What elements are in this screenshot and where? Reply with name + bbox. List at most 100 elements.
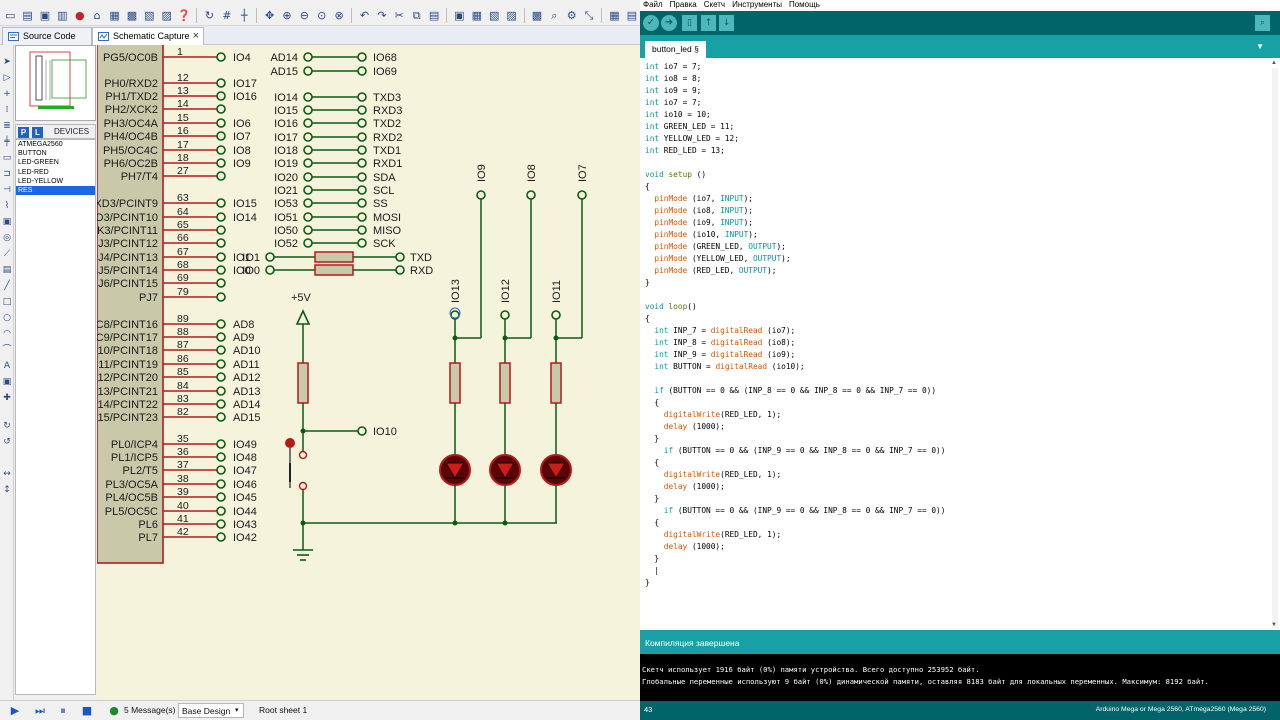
grid-toggle-icon[interactable]: # <box>222 9 232 22</box>
tab-schematic-capture[interactable]: Schematic Capture × <box>92 27 204 45</box>
code-text[interactable]: int io7 = 7;int io8 = 8;int io9 = 9;int … <box>645 61 945 589</box>
annotate-icon[interactable]: ⚙ <box>566 9 577 22</box>
open-sketch-icon[interactable]: ↑ <box>701 15 716 31</box>
pan-icon[interactable]: ✥ <box>264 9 275 22</box>
netlist-icon[interactable]: ▦ <box>609 9 620 22</box>
mirror-x-icon[interactable]: ↔ <box>3 469 11 479</box>
component-mode-icon[interactable]: ▷ <box>3 73 11 83</box>
home-icon[interactable]: ⌂ <box>93 9 101 22</box>
open-folder-icon[interactable]: ▤ <box>22 9 33 22</box>
code-editor[interactable]: int io7 = 7;int io8 = 8;int io9 = 9;int … <box>640 58 1280 630</box>
box-icon[interactable]: □ <box>2 297 12 307</box>
tab-source-code[interactable]: Source Code <box>2 27 92 45</box>
grid-icon[interactable]: ▦ <box>109 9 120 22</box>
save-icon[interactable]: ▣ <box>39 9 51 22</box>
component-icon[interactable]: ▧ <box>144 9 155 22</box>
bus-mode-icon[interactable]: ╪ <box>4 137 10 147</box>
block-copy-icon[interactable]: ▣ <box>454 9 465 22</box>
verify-icon[interactable]: ✓ <box>643 15 659 31</box>
device-item[interactable]: LED-RED <box>18 168 49 176</box>
editor-scrollbar[interactable]: ▲ ▼ <box>1270 58 1280 630</box>
origin-icon[interactable]: ┼ <box>240 9 248 22</box>
bill-icon[interactable]: ▤ <box>626 9 637 22</box>
device-item-selected[interactable]: RES <box>16 186 95 196</box>
copy-icon[interactable]: ⧉ <box>412 8 421 22</box>
stop-icon[interactable]: ● <box>74 9 85 22</box>
tape-icon[interactable]: ▣ <box>2 217 12 227</box>
probe-icon[interactable]: ⟋ <box>3 249 11 259</box>
block-delete-icon[interactable]: ▨ <box>506 9 517 22</box>
new-sketch-icon[interactable]: ▯ <box>682 15 697 31</box>
refresh-icon[interactable]: ↻ <box>204 9 215 22</box>
zoom-in-icon[interactable]: ⊕ <box>282 9 292 22</box>
rotate-ccw-icon[interactable]: ↺ <box>3 437 11 447</box>
zoom-area-icon[interactable]: ⊗ <box>334 9 344 22</box>
menu-sketch[interactable]: Скетч <box>703 0 726 9</box>
rotate-cw-icon[interactable]: ↻ <box>3 421 11 431</box>
menu-help[interactable]: Помощь <box>788 0 820 9</box>
marker-icon[interactable]: ✚ <box>3 393 11 403</box>
subcircuit-icon[interactable]: ▭ <box>2 153 12 163</box>
instrument-icon[interactable]: ▤ <box>2 265 12 275</box>
tab-menu-icon[interactable]: ▼ <box>1256 42 1264 51</box>
redo-icon[interactable]: ↷ <box>377 9 387 22</box>
generator-icon[interactable]: ◎ <box>3 233 11 243</box>
new-file-icon[interactable]: ▭ <box>4 9 16 22</box>
close-icon[interactable]: × <box>192 30 199 42</box>
tab-button-led[interactable]: button_led § <box>645 41 706 58</box>
pause-simulation-icon[interactable]: ⏸ <box>60 704 66 717</box>
arc-icon[interactable]: ◠ <box>3 329 11 339</box>
bom-icon[interactable]: ▨ <box>161 9 172 22</box>
print-icon[interactable]: ▥ <box>57 9 68 22</box>
run-simulation-icon[interactable]: ▶ <box>10 704 20 717</box>
device-item[interactable]: BUTTON <box>18 150 47 158</box>
device-item[interactable]: ATMEGA2560 <box>18 141 63 148</box>
terminal-icon[interactable]: ⊐ <box>3 169 11 179</box>
circle-icon[interactable]: ○ <box>3 313 11 323</box>
save-sketch-icon[interactable]: ↓ <box>719 15 734 31</box>
design-select[interactable]: Base Design ▾ <box>178 703 244 718</box>
selection-mode-icon[interactable]: ➤ <box>3 57 11 67</box>
zoom-out-icon[interactable]: ⊖ <box>299 9 309 22</box>
paste-icon[interactable]: ▤ <box>428 9 440 22</box>
library-manager-button[interactable]: L <box>32 127 43 138</box>
device-item[interactable]: LED-YELLOW <box>18 177 64 185</box>
block-move-icon[interactable]: ▦ <box>471 9 482 22</box>
graph-icon[interactable]: ⌇ <box>4 201 10 211</box>
scroll-down-icon[interactable]: ▼ <box>1271 622 1277 628</box>
cut-icon[interactable]: ✂ <box>394 9 404 22</box>
chip-icon[interactable]: ▩ <box>126 9 138 22</box>
menu-edit[interactable]: Правка <box>669 0 697 9</box>
stop-simulation-icon[interactable]: ■ <box>81 704 93 717</box>
mirror-y-icon[interactable]: ↕ <box>3 485 11 495</box>
wire-label-icon[interactable]: ⁞ <box>5 105 9 115</box>
overview-window[interactable] <box>15 45 96 121</box>
menu-tools[interactable]: Инструменты <box>732 0 782 9</box>
undo-icon[interactable]: ↶ <box>359 9 370 22</box>
menu-file[interactable]: Файл <box>643 0 663 9</box>
scroll-up-icon[interactable]: ▲ <box>1271 60 1277 66</box>
source-code-icon <box>8 32 19 41</box>
pick-icon[interactable]: ▩ <box>531 9 543 22</box>
block-rotate-icon[interactable]: ▧ <box>488 9 500 22</box>
line-icon[interactable]: ╱ <box>4 281 10 291</box>
pick-devices-button[interactable]: P <box>18 127 29 138</box>
scrollbar-thumb[interactable] <box>1272 68 1278 628</box>
help-icon[interactable]: ❓ <box>177 9 191 22</box>
device-item[interactable]: LED-GREEN <box>18 159 59 167</box>
zoom-icon[interactable]: ⌕ <box>551 8 558 22</box>
device-pin-icon[interactable]: ⊣ <box>3 185 11 195</box>
junction-mode-icon[interactable]: + <box>3 89 11 99</box>
messages-count[interactable]: 5 Message(s) <box>124 705 176 715</box>
wire-icon[interactable]: ⤡ <box>584 8 594 22</box>
zoom-all-icon[interactable]: ⊙ <box>317 9 327 22</box>
console-output[interactable]: Скетч использует 1916 байт (0%) памяти у… <box>640 654 1280 701</box>
serial-monitor-icon[interactable]: ⌕ <box>1255 15 1270 31</box>
path-icon[interactable]: ⌒ <box>2 345 12 355</box>
upload-icon[interactable]: ➜ <box>661 15 677 31</box>
text-script-icon[interactable]: ≣ <box>3 121 11 131</box>
step-simulation-icon[interactable]: ⏭ <box>35 704 45 717</box>
text-icon[interactable]: A <box>3 361 11 371</box>
symbol-icon[interactable]: ▣ <box>2 377 12 387</box>
